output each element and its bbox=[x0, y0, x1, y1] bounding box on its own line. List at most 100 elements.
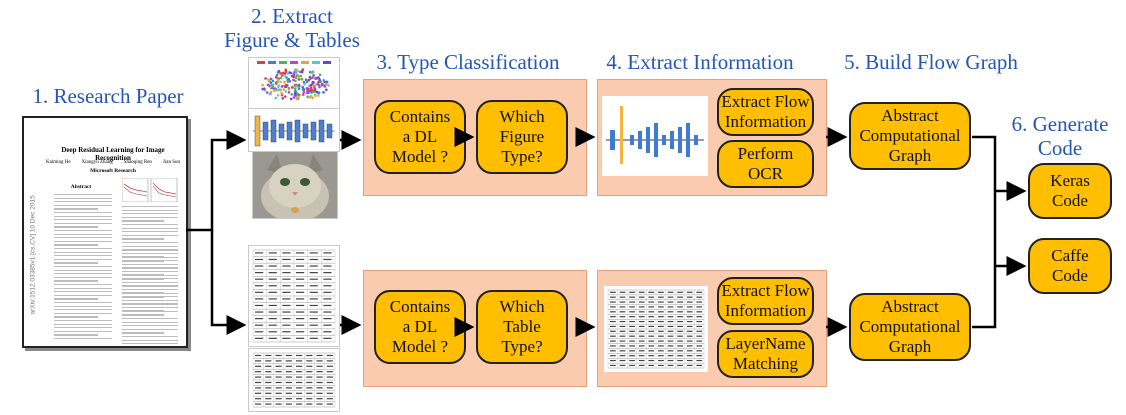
paper-text-line bbox=[122, 206, 178, 208]
paper-text-line bbox=[54, 276, 112, 278]
paper-text-line bbox=[54, 287, 112, 289]
paper-text-line bbox=[54, 334, 98, 336]
network-flow-icon bbox=[602, 96, 708, 176]
paper-text-line bbox=[54, 320, 112, 322]
paper-text-line bbox=[54, 222, 112, 224]
paper-text-line bbox=[54, 233, 112, 235]
paper-text-line bbox=[122, 274, 178, 276]
paper-text-line bbox=[122, 256, 178, 258]
paper-text-line bbox=[122, 238, 164, 240]
node-layername-matching: LayerName Matching bbox=[717, 330, 814, 378]
paper-text-line bbox=[122, 292, 178, 294]
paper-text-line bbox=[122, 321, 178, 323]
paper-text-line bbox=[54, 248, 112, 250]
paper-text-line bbox=[54, 323, 112, 325]
paper-text-line bbox=[54, 244, 98, 246]
paper-text-line bbox=[54, 309, 112, 311]
paper-text-line bbox=[54, 338, 112, 340]
paper-plot-figure bbox=[122, 178, 178, 202]
paper-author: Kaiming He bbox=[46, 160, 71, 165]
paper-text-line bbox=[54, 201, 112, 203]
node-contains-dl-model-figure: Contains a DL Model ? bbox=[374, 100, 466, 174]
paper-text-line bbox=[122, 314, 164, 316]
node-abstract-graph-figure: Abstract Computational Graph bbox=[849, 102, 971, 170]
paper-text-line bbox=[122, 264, 178, 266]
network-architecture-icon bbox=[253, 115, 335, 147]
step-title-extract-figures: 2. Extract Figure & Tables bbox=[224, 4, 360, 52]
step-title-research-paper: 1. Research Paper bbox=[32, 84, 184, 108]
paper-text-line bbox=[54, 269, 112, 271]
paper-text-line bbox=[54, 226, 98, 228]
paper-text-line bbox=[122, 246, 178, 248]
paper-text-line bbox=[122, 278, 164, 280]
paper-text-line bbox=[122, 271, 178, 273]
paper-text-line bbox=[54, 273, 112, 275]
paper-author: Xiangyu Zhang bbox=[81, 160, 113, 165]
paper-text-line bbox=[122, 343, 178, 345]
paper-text-line bbox=[54, 212, 112, 214]
paper-text-line bbox=[54, 255, 112, 257]
paper-text-line bbox=[54, 208, 98, 210]
paper-text-line bbox=[122, 231, 178, 233]
paper-author: Shaoqing Ren bbox=[123, 160, 152, 165]
paper-text-line bbox=[122, 303, 178, 305]
paper-text-line bbox=[122, 336, 178, 338]
paper-author: Jian Sun bbox=[162, 160, 180, 165]
paper-text-line bbox=[122, 227, 178, 229]
paper-text-line bbox=[122, 220, 164, 222]
paper-text-line bbox=[54, 197, 112, 199]
paper-text-line bbox=[54, 215, 112, 217]
paper-text-line bbox=[122, 318, 178, 320]
paper-text-line bbox=[122, 289, 178, 291]
paper-text-line bbox=[54, 194, 112, 196]
arrow-graph-figure-to-merge bbox=[972, 135, 997, 329]
table-grid-icon bbox=[252, 249, 336, 343]
figure-thumb-cat-photo bbox=[252, 151, 338, 219]
paper-text-line bbox=[54, 262, 98, 264]
paper-text-line bbox=[54, 258, 112, 260]
table-thumb-bottom bbox=[248, 348, 340, 412]
paper-text-line bbox=[122, 267, 178, 269]
node-contains-dl-model-table: Contains a DL Model ? bbox=[374, 290, 466, 364]
paper-text-line bbox=[122, 209, 178, 211]
paper-text-line bbox=[122, 234, 178, 236]
paper-text-line bbox=[54, 251, 112, 253]
arrow-paper-to-tables bbox=[210, 230, 247, 335]
paper-text-line bbox=[122, 282, 178, 284]
paper-text-line bbox=[122, 216, 178, 218]
node-abstract-graph-table: Abstract Computational Graph bbox=[849, 293, 971, 361]
paper-text-line bbox=[54, 305, 112, 307]
figure-flow-snippet bbox=[602, 96, 708, 176]
node-perform-ocr: Perform OCR bbox=[717, 140, 814, 188]
paper-text-line bbox=[54, 316, 98, 318]
paper-text-line bbox=[54, 219, 112, 221]
paper-text-line bbox=[54, 284, 112, 286]
paper-text-line bbox=[54, 302, 112, 304]
paper-text-line bbox=[122, 224, 178, 226]
paper-authors: Kaiming He Xiangyu Zhang Shaoqing Ren Ji… bbox=[46, 160, 180, 165]
step-title-generate-code: 6. Generate Code bbox=[1011, 112, 1109, 160]
paper-text-line bbox=[122, 296, 164, 298]
step-title-type-classification: 3. Type Classification bbox=[376, 50, 560, 74]
paper-text-line bbox=[122, 310, 178, 312]
paper-text-line bbox=[122, 307, 178, 309]
figure-thumb-scatter bbox=[248, 57, 340, 109]
paper-text-line bbox=[122, 300, 178, 302]
paper-text-line bbox=[122, 213, 178, 215]
node-caffe-code: Caffe Code bbox=[1028, 238, 1112, 294]
table-flow-snippet bbox=[604, 286, 708, 372]
node-which-figure-type: Which Figure Type? bbox=[476, 100, 568, 174]
paper-text-line bbox=[54, 240, 112, 242]
paper-text-line bbox=[54, 280, 98, 282]
table-grid-icon bbox=[252, 352, 336, 408]
paper-affiliation: Microsoft Research bbox=[90, 168, 136, 174]
paper-text-line bbox=[54, 312, 112, 314]
paper-text-line bbox=[122, 253, 178, 255]
paper-text-line bbox=[54, 327, 112, 329]
node-which-table-type: Which Table Type? bbox=[476, 290, 568, 364]
node-extract-flow-info-figure: Extract Flow Information bbox=[717, 88, 814, 136]
scatter-plot-icon bbox=[257, 61, 331, 101]
paper-text-line bbox=[54, 298, 98, 300]
paper-abstract-heading: Abstract bbox=[70, 184, 92, 190]
